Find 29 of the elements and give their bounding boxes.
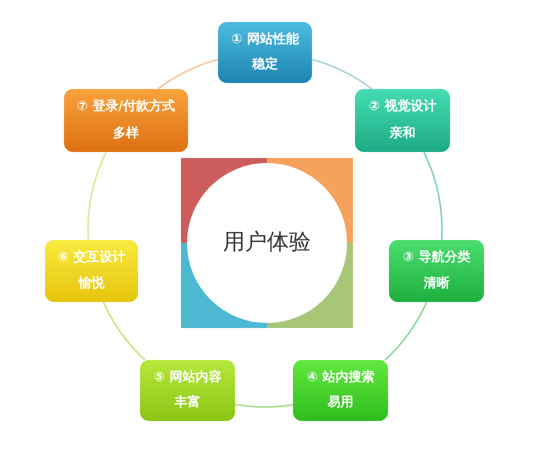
box-text: 清晰 — [424, 276, 450, 292]
box-text: 易用 — [328, 395, 354, 412]
ring-arc — [384, 302, 428, 360]
center-label: 用户体验 — [223, 230, 311, 256]
step-box — [355, 89, 450, 152]
step-box — [45, 240, 138, 302]
ring-arc — [102, 302, 146, 360]
box-heading: ⑤ 网站内容 — [154, 370, 222, 386]
box-heading: ② 视觉设计 — [368, 99, 436, 116]
box-heading: ① 网站性能 — [231, 32, 299, 48]
step-box — [140, 360, 235, 421]
box-heading: ⑦ 登录/付款方式 — [76, 99, 176, 116]
step-box — [389, 240, 484, 302]
box-heading: ④ 站内搜索 — [306, 370, 374, 386]
box-heading: ③ 导航分类 — [402, 250, 470, 266]
step-box — [218, 22, 312, 83]
ring-arc — [158, 58, 218, 90]
box-text: 丰富 — [174, 395, 200, 412]
box-text: 稳定 — [252, 57, 278, 74]
ring-arc — [88, 152, 107, 240]
ring-arc — [423, 152, 442, 240]
step-box — [293, 360, 388, 421]
ring-arc — [235, 404, 293, 408]
box-text: 多样 — [113, 126, 139, 142]
box-heading: ⑥ 交互设计 — [58, 250, 126, 266]
ring-arc — [312, 58, 372, 90]
step-box — [64, 89, 188, 152]
box-text: 亲和 — [390, 126, 416, 142]
box-text: 愉悦 — [78, 276, 104, 292]
